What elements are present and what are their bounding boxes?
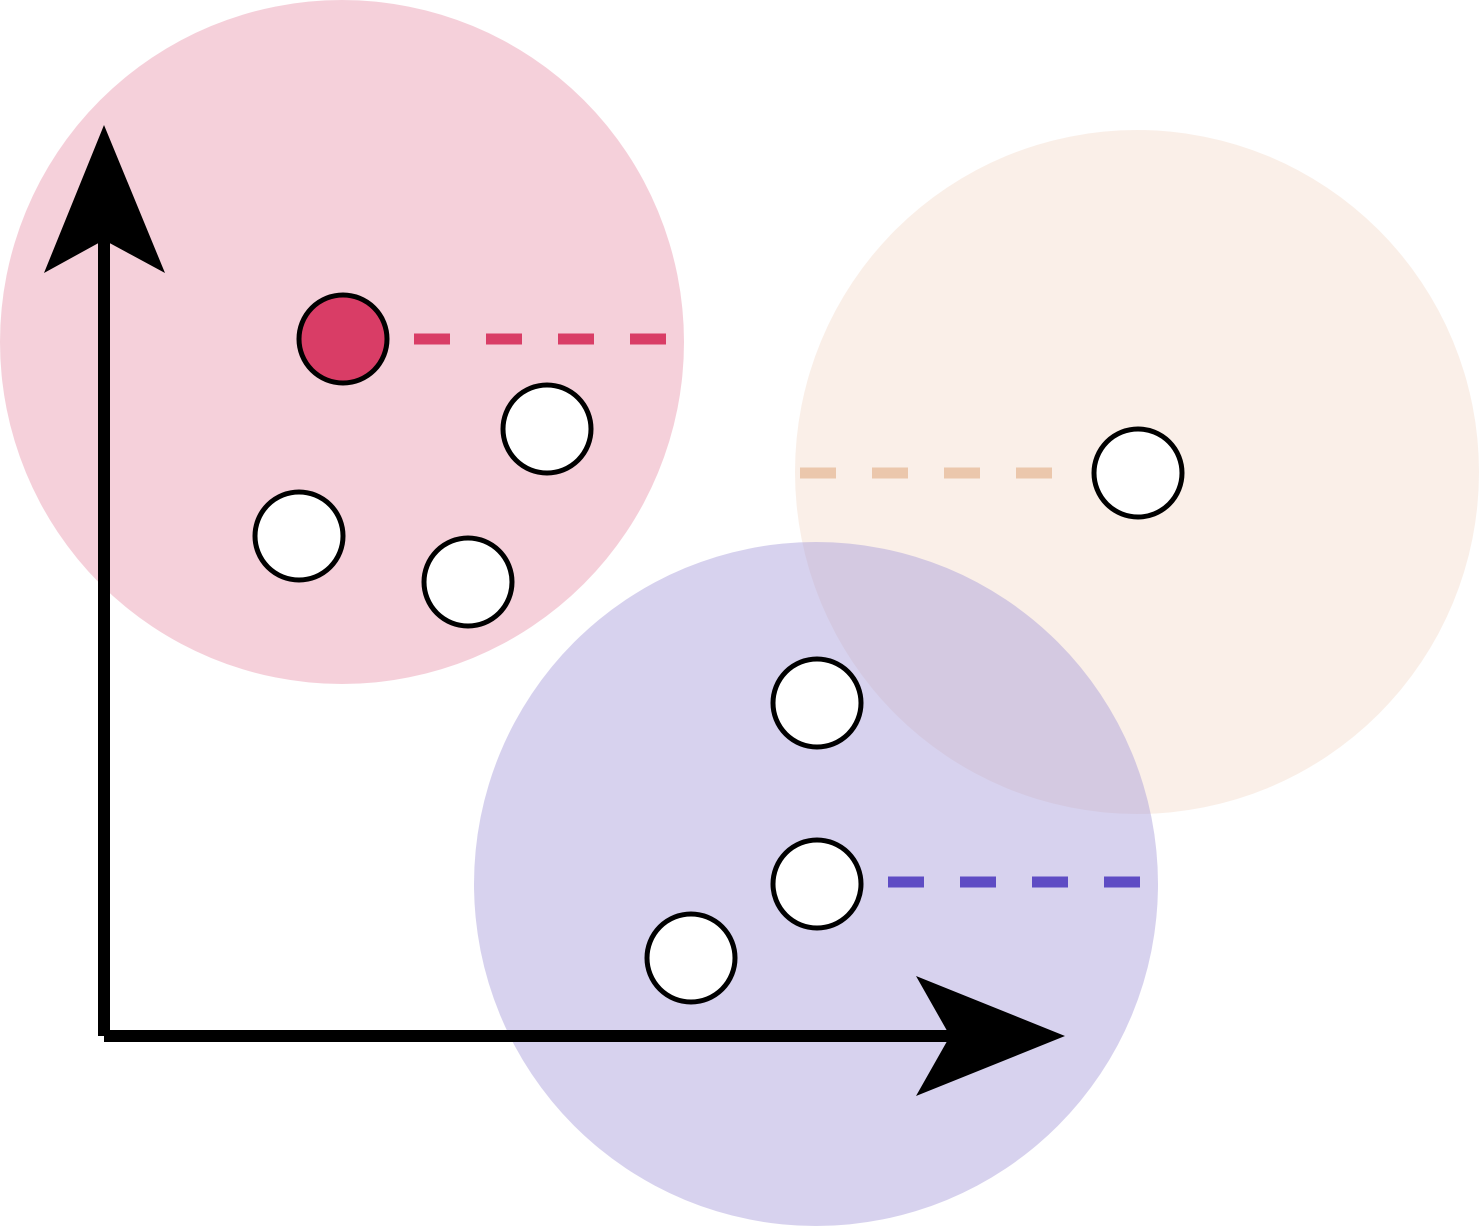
x-axis-arrowhead <box>916 976 1065 1096</box>
data-point <box>1091 426 1185 520</box>
data-point <box>500 382 594 476</box>
data-point <box>252 489 346 583</box>
data-point <box>770 656 864 750</box>
data-point <box>421 535 515 629</box>
y-axis-arrowhead <box>44 125 165 273</box>
data-point <box>644 911 738 1005</box>
data-point <box>770 837 864 931</box>
highlight-point <box>296 292 390 386</box>
axes <box>44 125 1065 1096</box>
